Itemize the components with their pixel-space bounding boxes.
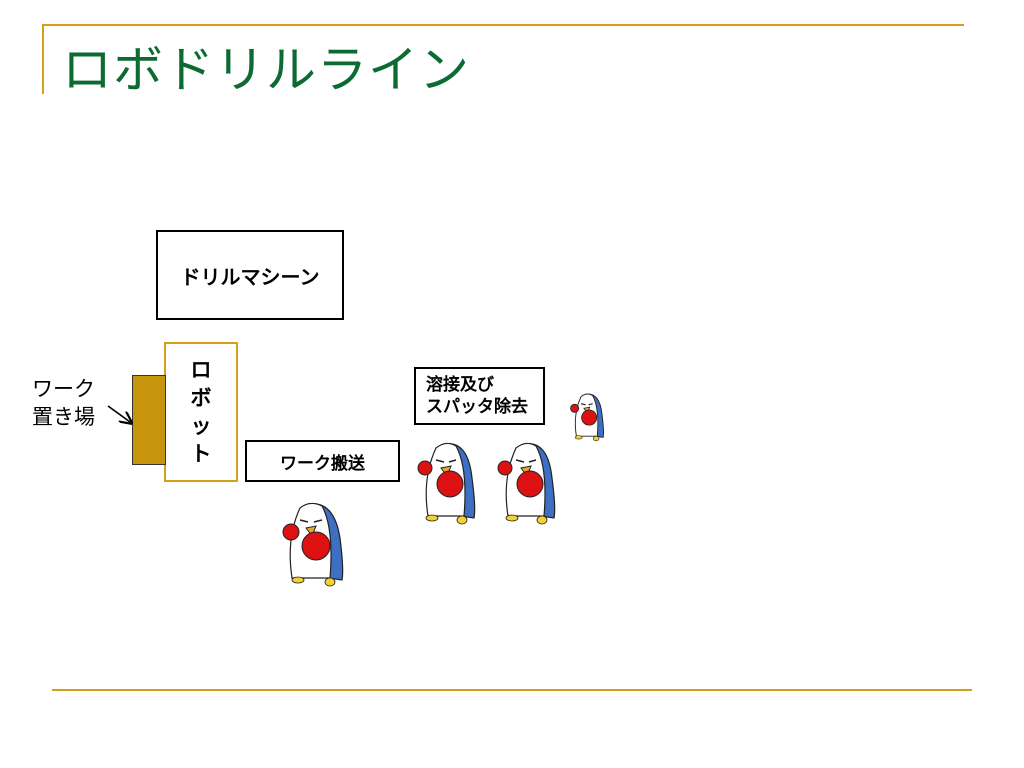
penguin-worker-icon: [497, 442, 556, 525]
drill-machine-box: ドリルマシーン: [156, 230, 344, 320]
work-station-label: ワーク 置き場: [32, 375, 95, 431]
work-station-label-line2: 置き場: [32, 405, 95, 429]
title-rule-top: [42, 24, 964, 26]
slide-title: ロボドリルライン: [62, 41, 470, 99]
robot-label: ロボット: [190, 358, 212, 466]
leader-arrow: [107, 405, 140, 430]
conveyor-box: ワーク搬送: [245, 440, 400, 482]
title-rule-left: [42, 24, 44, 94]
conveyor-label: ワーク搬送: [280, 453, 365, 474]
penguin-worker-icon: [417, 442, 476, 525]
work-station-label-line1: ワーク: [32, 377, 95, 401]
robot-box: ロボット: [164, 342, 238, 482]
penguin-worker-icon: [570, 393, 604, 442]
weld-label: 溶接及び スパッタ除去: [426, 375, 528, 417]
penguin-worker-icon: [282, 502, 344, 587]
weld-box: 溶接及び スパッタ除去: [414, 367, 545, 425]
footer-rule: [52, 689, 972, 691]
drill-machine-label: ドリルマシーン: [180, 264, 320, 289]
